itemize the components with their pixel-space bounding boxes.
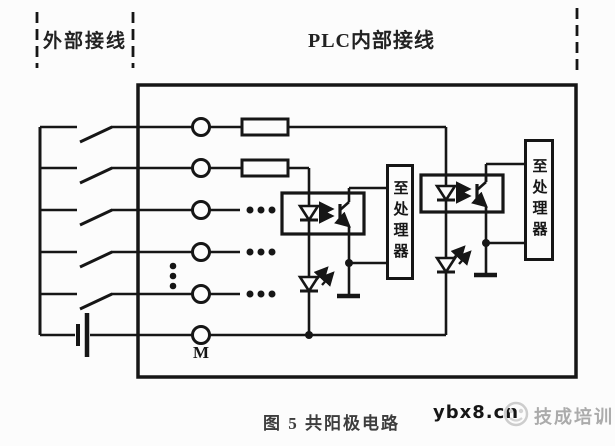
input-row-3 [40,200,276,227]
terminal-circle [191,117,211,137]
resistor [240,117,290,137]
watermark-site-text: ybx8.cn [433,402,520,423]
common-row [40,313,446,357]
optocoupler-2-wiring [444,162,524,278]
ellipsis-dots [246,248,276,256]
battery-icon [76,313,90,357]
m-terminal-circle [191,325,211,345]
jicheng-logo-icon [503,401,529,427]
terminal-circle [191,242,211,262]
external-wiring-label: 外部接线 [43,31,128,52]
light-coupling-arrows [456,181,472,204]
input-row-4 [40,242,276,269]
phototransistor-icon [471,175,488,212]
to-processor-box-left: 至处理器 [386,164,414,280]
light-coupling-arrows [319,201,335,224]
resistor [240,158,290,178]
terminal-circle [191,158,211,178]
figure-caption: 图 5 共阳极电路 [263,414,400,433]
ellipsis-dots [246,290,276,298]
terminal-circle [191,284,211,304]
watermark-brand-text: 技成培训 [534,407,614,427]
dashed-boundary-lines [35,8,579,70]
led-indicator-2 [434,245,472,335]
optocoupler-1 [280,188,366,236]
led-indicator-1 [297,266,335,335]
to-processor-box-right: 至处理器 [524,139,554,261]
optocoupler-2 [419,173,505,214]
light-emission-arrows [450,245,472,266]
input-row-5 [40,284,276,311]
input-row-1 [40,117,448,175]
optocoupler-1-wiring [307,186,386,299]
input-row-2 [40,158,311,193]
plc-boundary-box [136,83,578,379]
opto-led-icon [434,175,458,212]
opto-led-icon [297,193,321,234]
vertical-ellipsis-dots [169,262,177,290]
ellipsis-dots [246,206,276,214]
m-terminal-label: M [193,343,210,362]
input-rows [40,117,448,311]
plc-internal-wiring-label: PLC内部接线 [308,30,435,52]
phototransistor-icon [334,188,351,234]
terminal-circle [191,200,211,220]
light-emission-arrows [313,266,335,287]
